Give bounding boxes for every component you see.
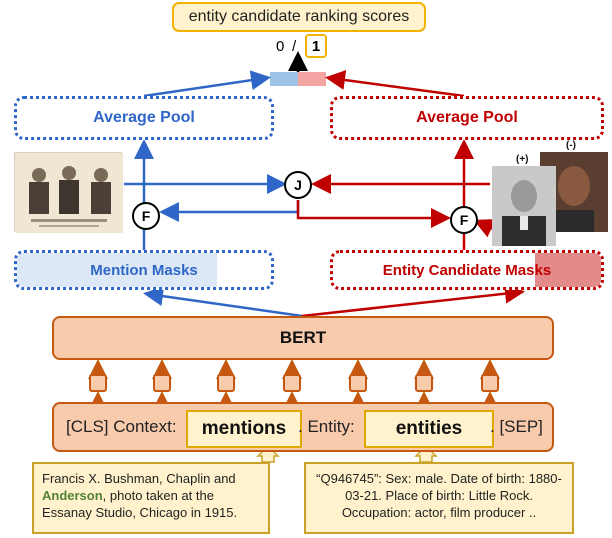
score-separator: / — [292, 38, 297, 55]
mention-text-pre: Francis X. Bushman, Chaplin and — [42, 471, 236, 486]
average-pool-mention: Average Pool — [14, 96, 274, 140]
entity-label-token: . Entity: — [298, 417, 355, 436]
mention-masks-label: Mention Masks — [90, 261, 198, 279]
fusion-op-mention: F — [132, 202, 160, 230]
sep-token: . [SEP] — [490, 417, 543, 436]
token-embedding-4 — [283, 374, 301, 392]
mention-photo — [14, 152, 123, 233]
three-men-photo-icon — [15, 153, 123, 233]
cls-context-token: [CLS] Context: — [66, 417, 177, 436]
mention-context-note: Francis X. Bushman, Chaplin and Anderson… — [32, 462, 270, 534]
mention-text-post: , photo taken at the Essanay Studio, Chi… — [42, 488, 238, 520]
entities-token: entities — [364, 410, 494, 448]
bert-encoder: BERT — [52, 316, 554, 360]
positive-label: (+) — [516, 154, 529, 165]
entity-candidate-masks-label: Entity Candidate Masks — [382, 261, 552, 279]
average-pool-entity: Average Pool — [330, 96, 604, 140]
fusion-op-entity: F — [450, 206, 478, 234]
positive-candidate-photo — [492, 166, 556, 246]
token-embedding-7 — [481, 374, 499, 392]
token-embedding-1 — [89, 374, 107, 392]
input-sequence: [CLS] Context: mentions . Entity: entiti… — [52, 402, 554, 452]
pooled-vector-blue — [270, 72, 298, 86]
entity-candidate-masks: Entity Candidate Masks — [330, 250, 604, 290]
joint-op: J — [284, 171, 312, 199]
score-left: 0 — [276, 38, 285, 55]
score-selected: 1 — [305, 34, 327, 58]
token-embedding-2 — [153, 374, 171, 392]
output-title: entity candidate ranking scores — [172, 2, 426, 32]
person-photo-icon — [492, 166, 556, 246]
token-embedding-6 — [415, 374, 433, 392]
mentions-token: mentions — [186, 410, 302, 448]
mention-masks: Mention Masks — [14, 250, 274, 290]
token-embedding-5 — [349, 374, 367, 392]
token-embedding-3 — [217, 374, 235, 392]
entity-description-note: “Q946745”: Sex: male. Date of birth: 188… — [304, 462, 574, 534]
mention-highlight: Anderson — [42, 488, 103, 503]
pooled-vector-red — [298, 72, 326, 86]
negative-label: (-) — [566, 140, 576, 151]
